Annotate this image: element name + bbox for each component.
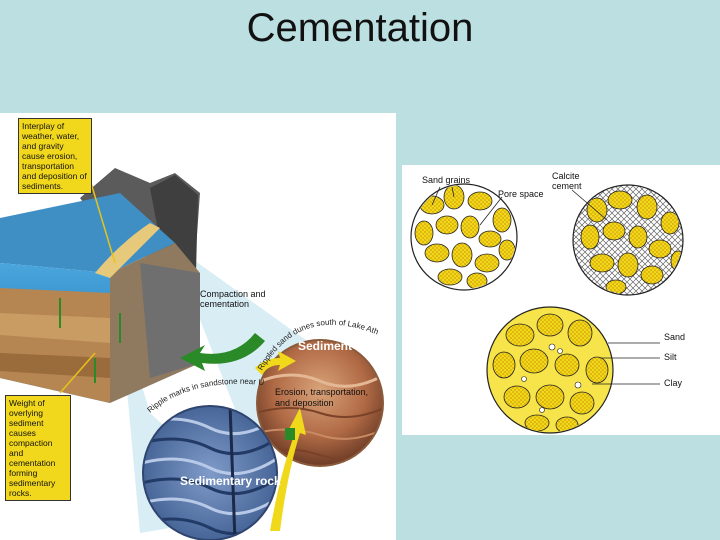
slide-title: Cementation xyxy=(0,6,720,51)
compaction-info-box: Weight of overlying sediment causes comp… xyxy=(5,395,71,501)
compaction-label: Compaction and cementation xyxy=(200,289,270,309)
sediment-caption: Sediment xyxy=(298,339,352,353)
grains-illustration xyxy=(402,165,720,435)
legend-sand-label: Sand xyxy=(664,332,685,342)
erosion-label: Erosion, transportation, and deposition xyxy=(275,387,375,409)
calcite-cement-label: Calcite cement xyxy=(552,171,592,191)
pore-space-label: Pore space xyxy=(498,189,544,199)
grains-diagram: Sand grains Pore space Calcite cement Sa… xyxy=(402,165,720,435)
legend-clay-label: Clay xyxy=(664,378,682,388)
rock-cycle-diagram: Rippled sand dunes south of Lake Athabas… xyxy=(0,113,396,540)
legend-silt-label: Silt xyxy=(664,352,677,362)
sedimentary-rock-caption: Sedimentary rock xyxy=(180,474,281,488)
erosion-info-box: Interplay of weather, water, and gravity… xyxy=(18,118,92,194)
sand-grains-label: Sand grains xyxy=(422,175,470,185)
